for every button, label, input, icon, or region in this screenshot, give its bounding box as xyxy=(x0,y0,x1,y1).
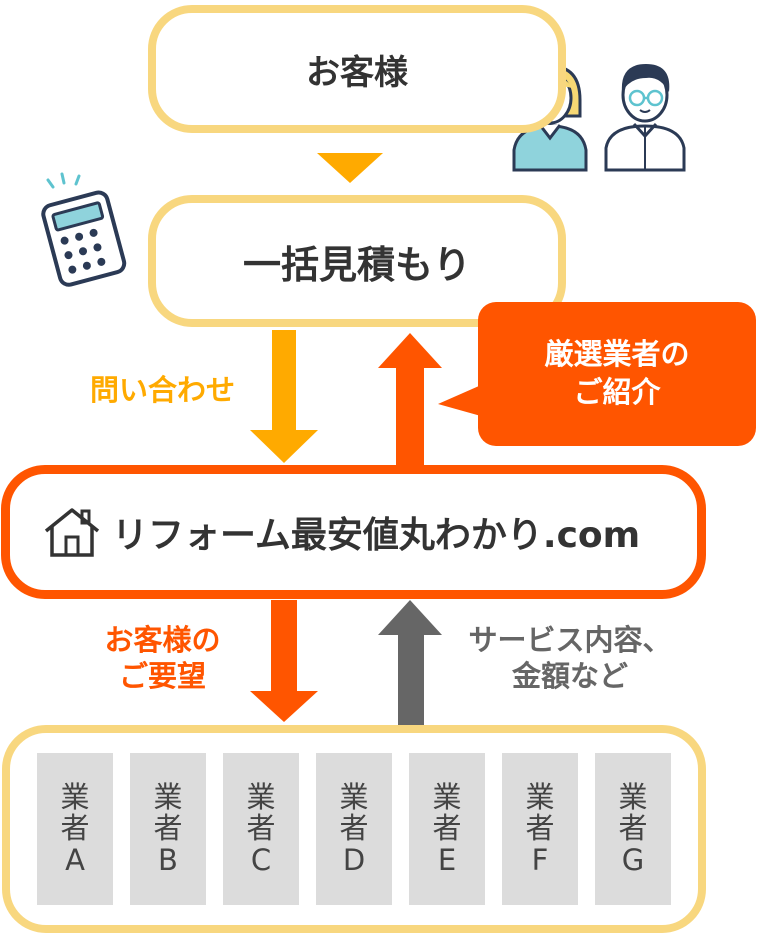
inquiry-label: 問い合わせ xyxy=(89,373,235,407)
vendor-e-line1: 業 xyxy=(432,780,462,815)
customer-label: お客様 xyxy=(306,52,408,93)
vendor-c: 業 者 C xyxy=(223,753,299,905)
request-line2: ご要望 xyxy=(118,659,206,694)
service-line2: 金額など xyxy=(511,659,628,694)
house-icon xyxy=(44,508,100,557)
vendor-a-line3: A xyxy=(65,842,85,877)
down-triangle-icon xyxy=(317,153,383,183)
site-label: リフォーム最安値丸わかり.com xyxy=(112,515,641,556)
vendor-c-line3: C xyxy=(250,842,272,877)
service-label: サービス内容、 金額など xyxy=(440,622,700,695)
site-box: リフォーム最安値丸わかり.com xyxy=(1,465,706,599)
estimate-box: 一括見積もり xyxy=(148,195,566,327)
vendor-a-line1: 業 xyxy=(60,780,90,815)
callout-pointer xyxy=(438,382,488,418)
callout-line1: 厳選業者の xyxy=(544,337,690,372)
sparkle-icon xyxy=(46,172,81,189)
vendor-d-line3: D xyxy=(342,842,366,877)
service-line1: サービス内容、 xyxy=(468,623,672,657)
referral-callout: 厳選業者の ご紹介 xyxy=(478,302,756,446)
vendor-c-line2: 者 xyxy=(246,811,276,846)
calculator-icon xyxy=(41,190,127,287)
request-line1: お客様の xyxy=(104,623,221,657)
vendor-f-line2: 者 xyxy=(525,811,555,846)
vendor-g-line1: 業 xyxy=(618,780,648,815)
vendor-g-line2: 者 xyxy=(618,811,648,846)
vendor-e-line3: E xyxy=(437,842,457,877)
vendor-b-line3: B xyxy=(158,842,178,877)
vendor-b-line2: 者 xyxy=(153,811,183,846)
vendor-f: 業 者 F xyxy=(502,753,578,905)
service-arrow xyxy=(378,600,442,726)
inquiry-arrow xyxy=(250,330,318,463)
vendor-f-line1: 業 xyxy=(525,780,555,815)
request-arrow xyxy=(250,600,318,722)
vendor-f-line3: F xyxy=(531,842,549,877)
vendor-d: 業 者 D xyxy=(316,753,392,905)
callout-line2: ご紹介 xyxy=(573,375,661,409)
vendor-e-line2: 者 xyxy=(432,811,462,846)
vendor-a: 業 者 A xyxy=(37,753,113,905)
vendor-d-line2: 者 xyxy=(339,811,369,846)
vendor-b-line1: 業 xyxy=(153,780,183,815)
vendor-g-line3: G xyxy=(621,842,645,877)
vendor-g: 業 者 G xyxy=(595,753,671,905)
estimate-label: 一括見積もり xyxy=(242,242,471,287)
vendor-b: 業 者 B xyxy=(130,753,206,905)
vendor-c-line1: 業 xyxy=(246,780,276,815)
request-label: お客様の ご要望 xyxy=(60,622,265,695)
vendor-d-line1: 業 xyxy=(339,780,369,815)
customer-box: お客様 xyxy=(148,5,566,133)
referral-arrow xyxy=(378,333,442,465)
vendor-e: 業 者 E xyxy=(409,753,485,905)
vendor-a-line2: 者 xyxy=(60,811,90,846)
